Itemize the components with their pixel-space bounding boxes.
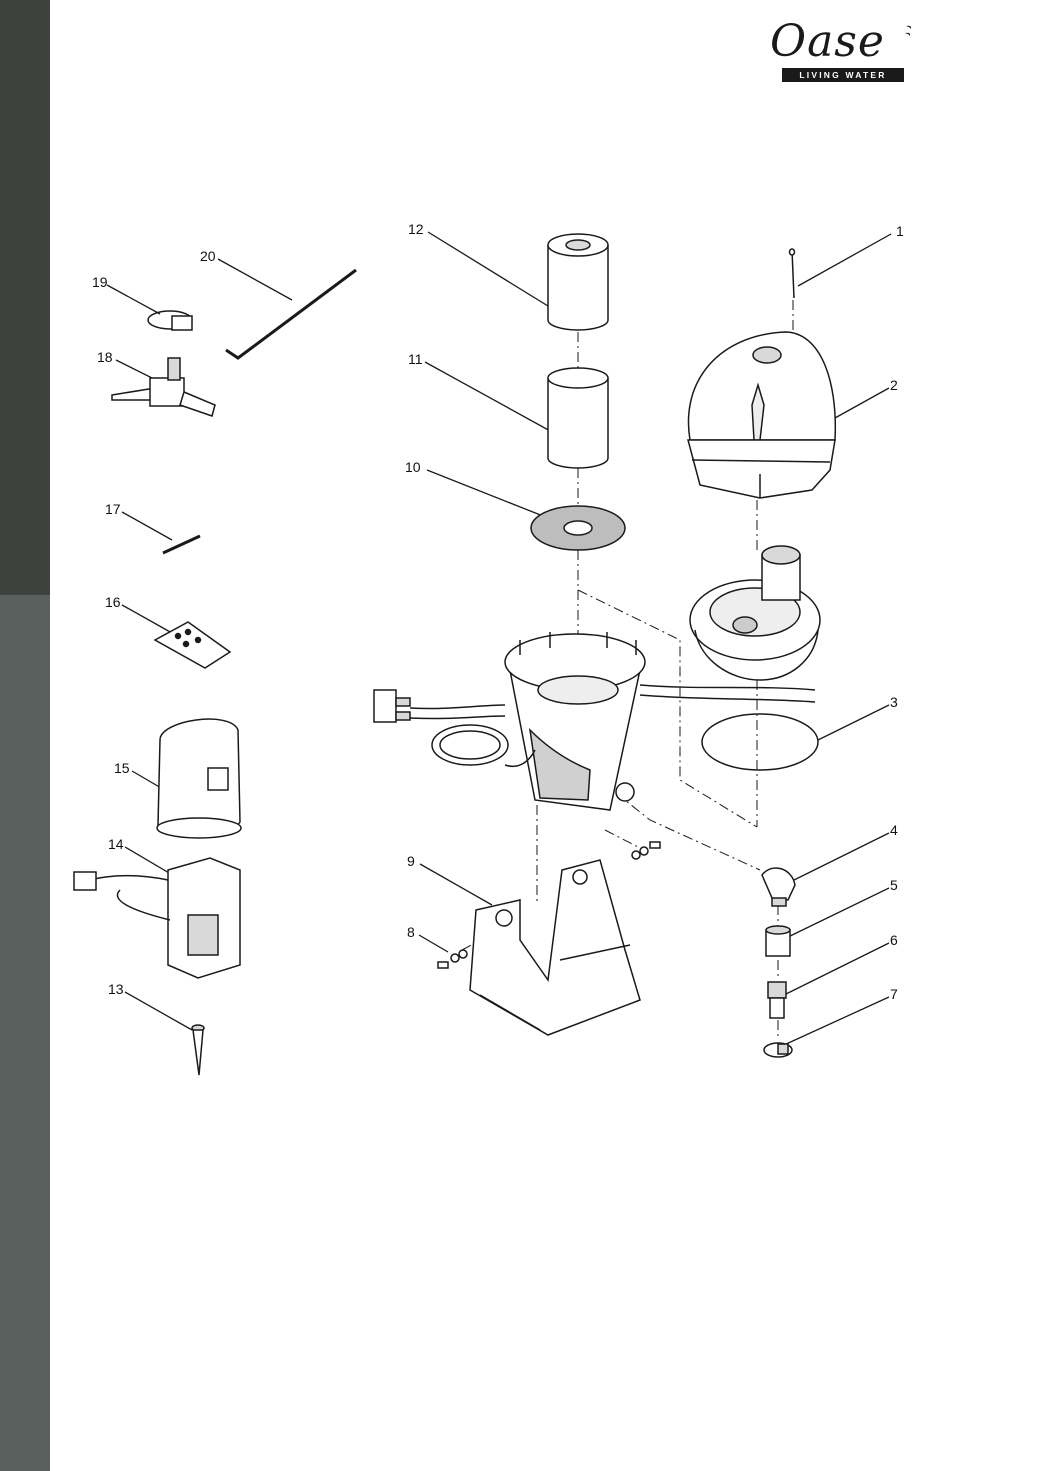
part-6-hose-tail xyxy=(767,981,787,1019)
brand-logo-droplet-icon xyxy=(905,25,912,36)
leader-line-1 xyxy=(797,233,892,287)
part-9-bracket xyxy=(469,859,641,1036)
leader-line-3 xyxy=(817,704,890,741)
part-label-15: 15 xyxy=(114,760,130,776)
part-10-filter-disc xyxy=(530,505,626,551)
leader-line-7 xyxy=(783,996,890,1046)
axis-line-screw-right xyxy=(604,829,641,849)
leader-line-4 xyxy=(789,832,890,883)
leader-line-16 xyxy=(121,604,173,634)
part-label-9: 9 xyxy=(407,853,415,869)
part-label-14: 14 xyxy=(108,836,124,852)
part-14-control-box xyxy=(73,857,241,979)
part-17-rod xyxy=(162,534,201,555)
part-label-12: 12 xyxy=(408,221,424,237)
part-19-hose-clip xyxy=(147,310,193,331)
leader-line-17 xyxy=(121,511,173,541)
leader-line-8 xyxy=(418,934,449,953)
part-16-remote-control xyxy=(153,621,232,669)
leader-line-20 xyxy=(217,258,293,301)
part-label-18: 18 xyxy=(97,349,113,365)
part-15-control-box-cover xyxy=(156,718,242,839)
sidebar-band-dark xyxy=(0,0,50,595)
part-label-3: 3 xyxy=(890,694,898,710)
part-8-screw-set xyxy=(437,841,661,969)
part-label-13: 13 xyxy=(108,981,124,997)
leader-line-9 xyxy=(419,863,493,906)
part-label-6: 6 xyxy=(890,932,898,948)
leader-line-19 xyxy=(106,284,161,315)
part-20-allen-key xyxy=(225,268,357,360)
axis-line-outlet-to-elbow xyxy=(615,792,761,871)
part-label-2: 2 xyxy=(890,377,898,393)
brand-tagline: LIVING WATER xyxy=(782,68,904,82)
part-label-16: 16 xyxy=(105,594,121,610)
motor-unit xyxy=(689,545,821,681)
part-4-elbow xyxy=(761,867,796,907)
part-label-11: 11 xyxy=(408,351,423,367)
pump-housing xyxy=(504,632,816,811)
brand-logo: Oase LIVING WATER xyxy=(770,16,912,84)
leader-line-2 xyxy=(834,387,890,419)
part-2-cover xyxy=(687,331,837,499)
part-label-8: 8 xyxy=(407,924,415,940)
axis-line-housing-right xyxy=(577,589,758,828)
part-label-20: 20 xyxy=(200,248,216,264)
part-13-ground-spike xyxy=(191,1024,205,1076)
part-label-10: 10 xyxy=(405,459,421,475)
pump-cable xyxy=(409,704,536,767)
part-label-19: 19 xyxy=(92,274,108,290)
part-label-5: 5 xyxy=(890,877,898,893)
leader-line-13 xyxy=(124,991,193,1031)
leader-line-6 xyxy=(785,942,890,995)
part-1-pin xyxy=(788,248,796,299)
part-18-t-piece xyxy=(111,357,216,417)
pump-cable-plug xyxy=(373,689,411,723)
sidebar-band-grey xyxy=(0,595,50,1471)
part-label-1: 1 xyxy=(896,223,904,239)
leader-line-10 xyxy=(426,469,549,519)
leader-line-11 xyxy=(424,361,553,433)
part-7-hose-clip xyxy=(763,1042,793,1058)
part-12-filter-cartridge xyxy=(547,233,609,331)
part-3-o-ring xyxy=(701,713,819,771)
part-11-filter-cartridge xyxy=(547,367,609,469)
part-5-union-nut xyxy=(765,925,791,957)
leader-line-12 xyxy=(427,231,549,307)
part-label-17: 17 xyxy=(105,501,121,517)
part-label-7: 7 xyxy=(890,986,898,1002)
brand-logo-wordmark: Oase xyxy=(770,16,885,67)
part-label-4: 4 xyxy=(890,822,898,838)
leader-line-5 xyxy=(785,887,890,939)
